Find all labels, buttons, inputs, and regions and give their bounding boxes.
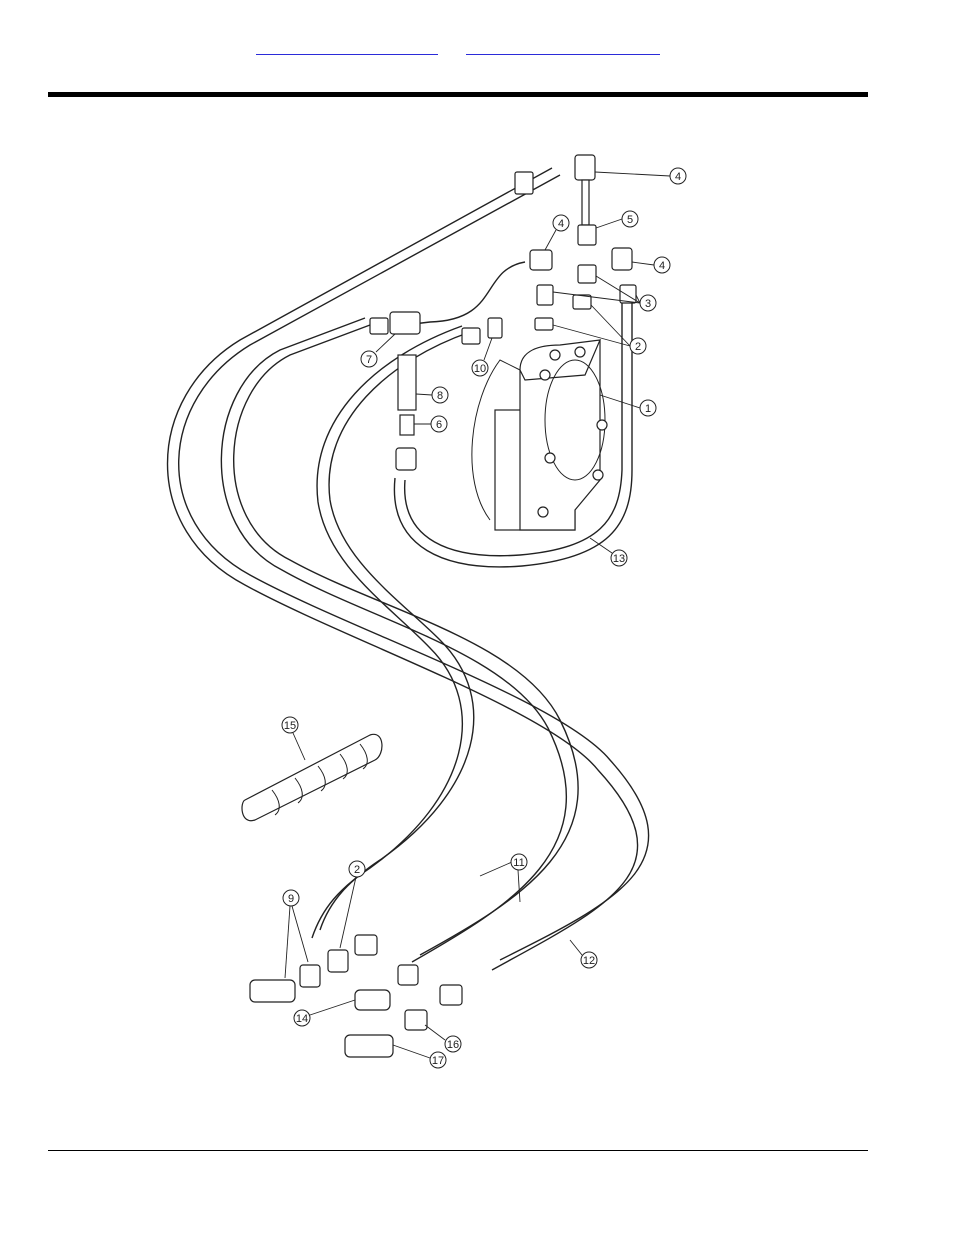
svg-text:13: 13 <box>613 553 625 565</box>
svg-text:11: 11 <box>513 857 524 869</box>
spiral-wrap <box>242 734 382 820</box>
svg-text:1: 1 <box>645 403 651 415</box>
couplers-bottom <box>250 935 462 1057</box>
svg-text:4: 4 <box>558 218 564 230</box>
svg-text:10: 10 <box>474 363 486 375</box>
svg-text:12: 12 <box>583 955 595 967</box>
hose-12 <box>168 168 649 970</box>
callout-5: 5 <box>596 211 638 228</box>
callout-17: 17 <box>393 1045 446 1068</box>
callout-11: 11 <box>480 854 527 902</box>
svg-text:4: 4 <box>675 171 681 183</box>
callout-3: 3 <box>553 276 656 311</box>
svg-text:8: 8 <box>437 390 443 402</box>
svg-text:6: 6 <box>436 419 442 431</box>
svg-text:9: 9 <box>288 893 294 905</box>
fittings-top <box>515 155 636 330</box>
svg-text:16: 16 <box>447 1039 459 1051</box>
svg-text:7: 7 <box>366 354 372 366</box>
svg-text:2: 2 <box>635 341 641 353</box>
callout-4-right: 4 <box>632 257 670 273</box>
callout-16: 16 <box>425 1025 461 1052</box>
callout-4-top: 4 <box>595 168 686 184</box>
callout-6: 6 <box>414 416 447 432</box>
callout-15: 15 <box>282 717 305 760</box>
callout-12: 12 <box>570 940 597 968</box>
svg-text:5: 5 <box>627 214 633 226</box>
footer-rule <box>48 1150 868 1151</box>
svg-text:14: 14 <box>296 1013 308 1025</box>
svg-text:3: 3 <box>645 298 651 310</box>
svg-text:17: 17 <box>432 1055 444 1067</box>
svg-text:4: 4 <box>659 260 665 272</box>
svg-text:2: 2 <box>354 864 360 876</box>
callout-1: 1 <box>600 395 656 416</box>
svg-text:15: 15 <box>284 720 296 732</box>
callout-4-left: 4 <box>545 215 569 250</box>
callout-8: 8 <box>416 387 448 403</box>
valve-body <box>472 340 607 530</box>
callout-14: 14 <box>294 1000 355 1026</box>
callout-13: 13 <box>590 538 627 566</box>
